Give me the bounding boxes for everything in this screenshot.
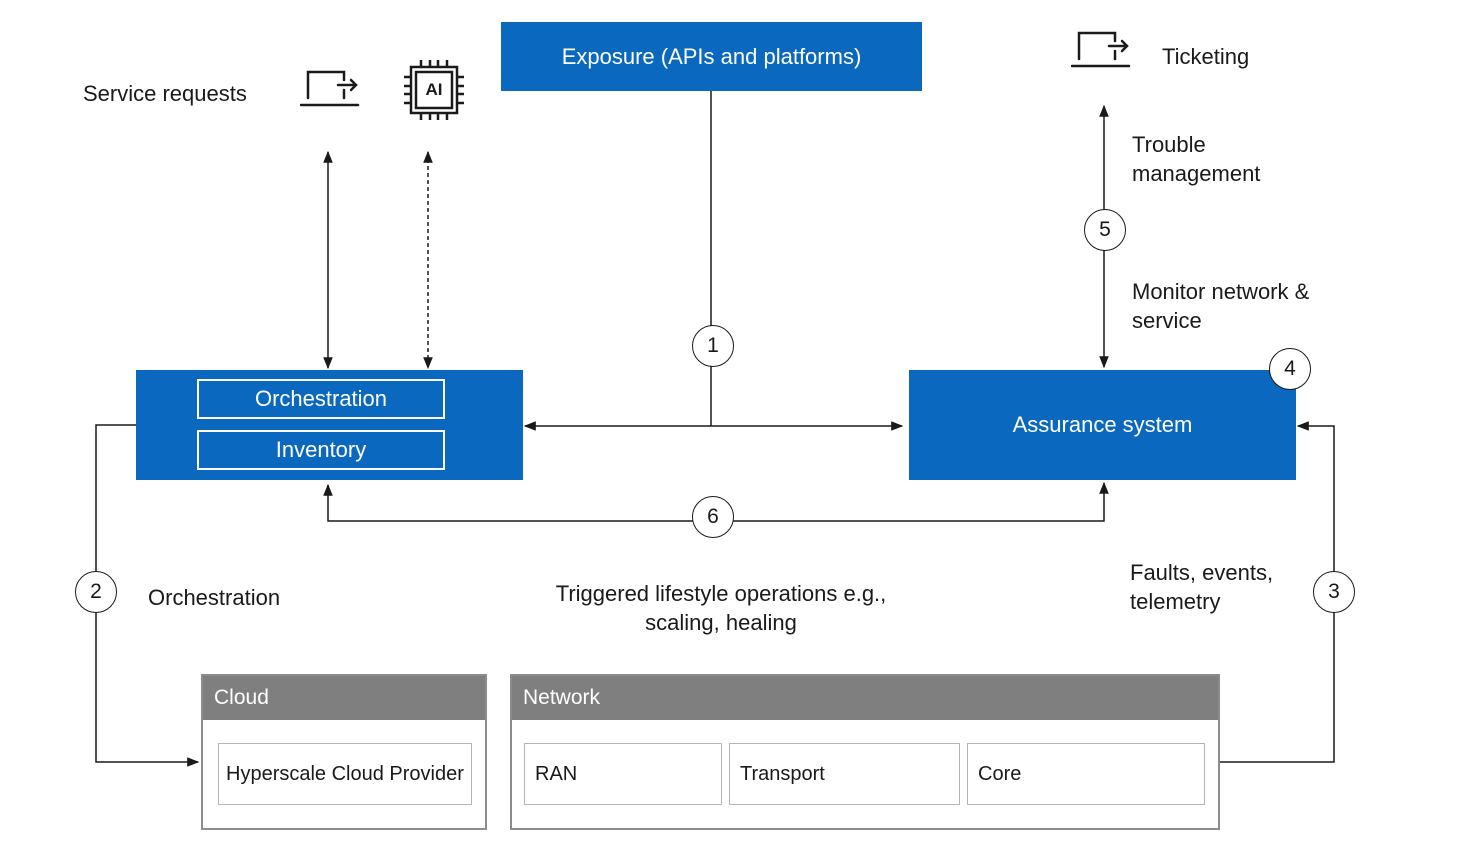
orchestration-box-label: Orchestration bbox=[254, 386, 388, 411]
monitor-label: Monitor network & service bbox=[1132, 277, 1309, 335]
triggered-line-2: scaling, healing bbox=[645, 610, 797, 635]
ticketing-label: Ticketing bbox=[1162, 44, 1250, 69]
transport-box[interactable]: Transport bbox=[729, 743, 960, 805]
core-box[interactable]: Core bbox=[967, 743, 1205, 805]
inventory-box[interactable]: Inventory bbox=[197, 430, 445, 470]
hyperscale-cloud-provider-box[interactable]: Hyperscale Cloud Provider bbox=[218, 743, 472, 805]
step-2-badge: 2 bbox=[75, 571, 117, 613]
step-1-badge: 1 bbox=[692, 325, 734, 367]
triggered-line-1: Triggered lifestyle operations e.g., bbox=[555, 581, 887, 606]
exposure-label: Exposure (APIs and platforms) bbox=[561, 43, 862, 69]
laptop-arrow-icon bbox=[300, 70, 360, 107]
assurance-system-label: Assurance system bbox=[1012, 412, 1193, 437]
orchestration-box[interactable]: Orchestration bbox=[197, 379, 445, 419]
assurance-system-box[interactable]: Assurance system bbox=[909, 370, 1296, 480]
trouble-management-label: Trouble management bbox=[1132, 130, 1260, 188]
exposure-box[interactable]: Exposure (APIs and platforms) bbox=[501, 22, 922, 91]
ran-box[interactable]: RAN bbox=[524, 743, 722, 805]
cloud-panel: Cloud Hyperscale Cloud Provider bbox=[201, 674, 487, 830]
step-6-badge: 6 bbox=[692, 496, 734, 538]
step-5-badge: 5 bbox=[1084, 209, 1126, 251]
faults-line-2: telemetry bbox=[1130, 589, 1221, 614]
network-panel-title: Network bbox=[512, 676, 1218, 720]
faults-line-1: Faults, events, bbox=[1130, 560, 1274, 585]
cloud-panel-title: Cloud bbox=[203, 676, 485, 720]
monitor-line-2: service bbox=[1132, 308, 1202, 333]
laptop-arrow-icon bbox=[1071, 31, 1131, 68]
triggered-operations-label: Triggered lifestyle operations e.g., sca… bbox=[520, 579, 922, 637]
network-panel: Network RAN Transport Core bbox=[510, 674, 1220, 830]
ai-chip-label: AI bbox=[425, 80, 443, 99]
ai-chip-icon: AI bbox=[404, 60, 464, 120]
monitor-line-1: Monitor network & bbox=[1132, 279, 1310, 304]
trouble-management-line-2: management bbox=[1132, 161, 1261, 186]
inventory-box-label: Inventory bbox=[275, 437, 367, 462]
orchestration-side-label: Orchestration bbox=[148, 585, 281, 610]
trouble-management-line-1: Trouble bbox=[1132, 132, 1206, 157]
step-4-badge: 4 bbox=[1269, 348, 1311, 390]
service-requests-label: Service requests bbox=[83, 81, 247, 106]
faults-label: Faults, events, telemetry bbox=[1130, 558, 1273, 616]
step-3-badge: 3 bbox=[1313, 571, 1355, 613]
orchestration-block[interactable]: Orchestration Inventory bbox=[136, 370, 523, 480]
